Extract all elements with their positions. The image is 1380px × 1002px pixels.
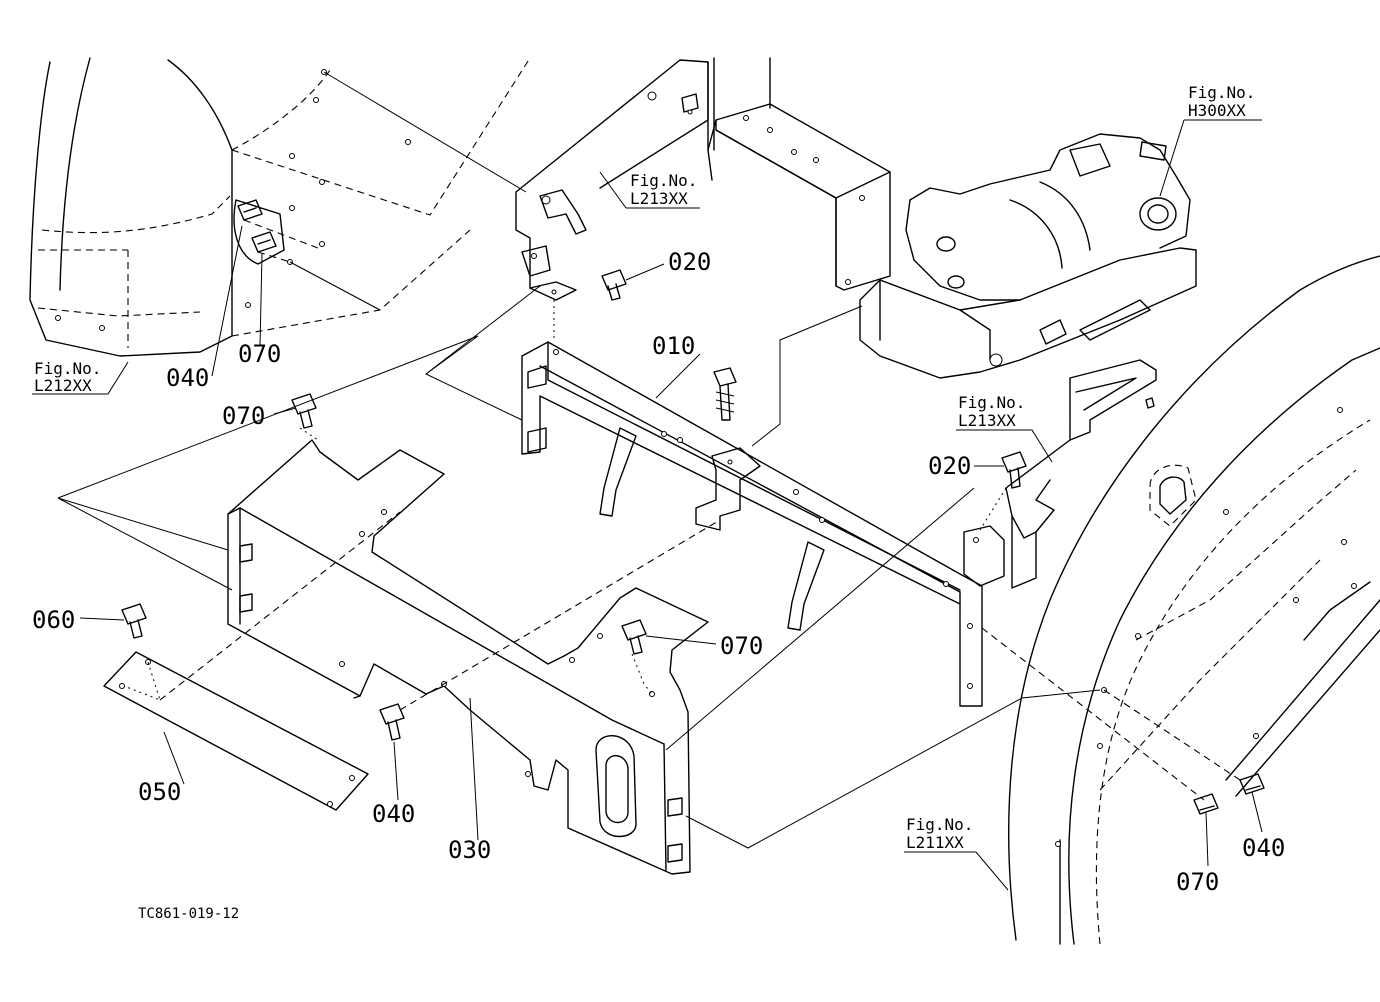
drawing-code: TC861-019-12 xyxy=(138,906,239,922)
leader-lines xyxy=(32,119,1263,891)
part-labels: 020 010 070 040 070 020 060 070 050 040 … xyxy=(32,248,1285,896)
bolt-020-top xyxy=(601,269,627,301)
label-070-mid: 070 xyxy=(222,402,265,430)
label-010: 010 xyxy=(652,332,695,360)
label-020-right: 020 xyxy=(928,452,971,480)
fig-ref-l212-line1: Fig.No. xyxy=(34,359,101,378)
plate-050 xyxy=(103,651,369,811)
label-030: 030 xyxy=(448,836,491,864)
label-040-right: 040 xyxy=(1242,834,1285,862)
bolt-070-left xyxy=(251,231,277,253)
label-040-bottom: 040 xyxy=(372,800,415,828)
bolt-060 xyxy=(121,603,147,639)
label-020-top: 020 xyxy=(668,248,711,276)
fig-ref-l213-right-line1: Fig.No. xyxy=(958,393,1025,412)
bolt-070-top xyxy=(291,393,317,429)
right-fender xyxy=(1008,255,1380,945)
fig-ref-h300-line1: Fig.No. xyxy=(1188,83,1255,102)
label-070-right: 070 xyxy=(1176,868,1219,896)
right-bracket xyxy=(963,359,1157,589)
bolt-020-right xyxy=(1001,451,1027,489)
label-070-left-top: 070 xyxy=(238,340,281,368)
figure-refs: Fig.No. L212XX Fig.No. L213XX Fig.No. H3… xyxy=(34,83,1255,852)
bolt-070-plate xyxy=(621,619,647,655)
panel-plate-030 xyxy=(227,439,709,875)
fig-ref-h300-line2: H300XX xyxy=(1188,101,1246,120)
bolt-040-right xyxy=(1239,773,1265,795)
label-050: 050 xyxy=(138,778,181,806)
fig-ref-l213-right-line2: L213XX xyxy=(958,411,1016,430)
fig-ref-l213-top-line2: L213XX xyxy=(630,189,688,208)
fig-ref-l213-top-line1: Fig.No. xyxy=(630,171,697,190)
bolt-040-bottom xyxy=(379,703,405,741)
left-panel xyxy=(231,57,531,337)
fig-ref-l211-line1: Fig.No. xyxy=(906,815,973,834)
hydraulic-block xyxy=(859,133,1197,379)
bolt-070-right xyxy=(1193,793,1219,815)
cross-member-010 xyxy=(521,341,983,707)
label-060: 060 xyxy=(32,606,75,634)
label-040-left-top: 040 xyxy=(166,364,209,392)
spring-bolt xyxy=(713,367,737,421)
assembly-lines xyxy=(57,71,1241,849)
left-fender xyxy=(29,57,331,357)
square-frame xyxy=(707,103,891,291)
fig-ref-l212-line2: L212XX xyxy=(34,376,92,395)
label-070-plate: 070 xyxy=(720,632,763,660)
fig-ref-l211-line2: L211XX xyxy=(906,833,964,852)
bolt-040-left xyxy=(237,199,263,221)
